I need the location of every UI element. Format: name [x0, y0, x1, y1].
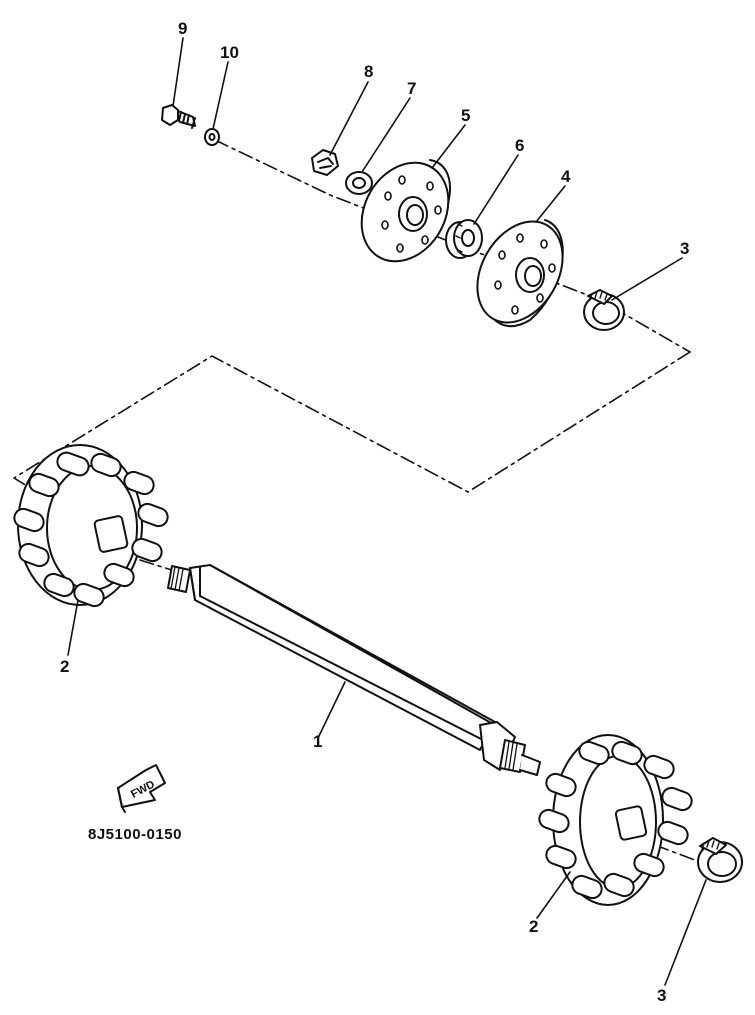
callout-4: 4 [561, 167, 571, 186]
callout-3-upper: 3 [680, 239, 690, 258]
washer-small-part [204, 128, 220, 146]
callout-9: 9 [178, 19, 188, 38]
callout-5: 5 [461, 106, 471, 125]
callout-7: 7 [407, 79, 417, 98]
drive-shaft-part [167, 564, 541, 776]
lock-washer-part [345, 171, 373, 195]
bolt-part [161, 104, 196, 129]
nut-part [311, 149, 339, 176]
callout-10: 10 [220, 43, 239, 62]
flange-plate-part [360, 159, 451, 263]
callout-3-lower: 3 [657, 986, 667, 1005]
bearing-part [445, 219, 483, 259]
hose-clamp-lower-part [697, 837, 743, 883]
forward-direction-arrow: FWD [117, 764, 166, 813]
reference-code: 8J5100-0150 [88, 826, 182, 843]
callout-1: 1 [313, 732, 323, 751]
callout-leader-lines [67, 37, 707, 986]
sprocket-right-part [538, 734, 693, 906]
callout-8: 8 [364, 62, 374, 81]
callout-2-left: 2 [60, 657, 70, 676]
sprocket-left-part [13, 444, 169, 608]
hose-clamp-upper-part [583, 289, 625, 331]
callout-6: 6 [515, 136, 525, 155]
bearing-housing-part [476, 219, 564, 327]
callout-2-right: 2 [529, 917, 539, 936]
